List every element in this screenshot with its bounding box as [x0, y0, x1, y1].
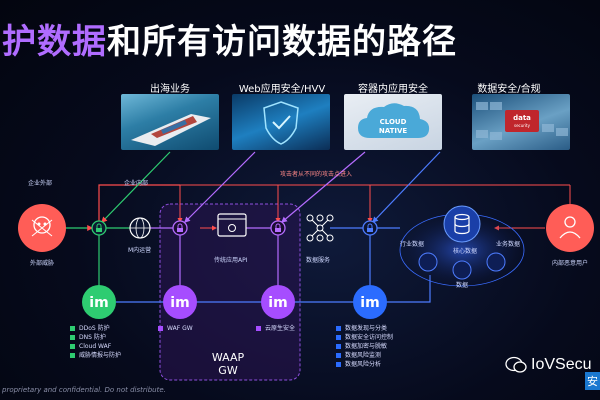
green-paths — [65, 184, 180, 290]
wechat-icon — [505, 356, 527, 373]
legend-blue-item: 数据发现与分类 — [345, 325, 388, 332]
api-window-icon — [217, 213, 247, 237]
db-sub-node-2 — [452, 260, 472, 280]
shield-icon — [263, 101, 299, 145]
cloud-native-image: CLOUD NATIVE — [344, 94, 442, 150]
title-rest: 和所有访问数据的路径 — [107, 22, 457, 62]
svg-text:im: im — [89, 295, 108, 311]
im-node-4: im — [353, 285, 387, 319]
web-security-image — [232, 94, 330, 150]
globe-icon — [129, 217, 151, 239]
cloud-icon: CLOUD NATIVE — [358, 103, 430, 138]
legend-blue-item: 数据安全访问控制 — [345, 334, 394, 341]
external-caption: 外部威胁 — [30, 260, 55, 267]
legend-blue: 数据发现与分类 数据安全访问控制 数据加密与脱敏 数据风险监测 数据风险分析 — [336, 324, 393, 369]
watermark-text: IoVSecu — [531, 356, 592, 373]
api-label: 传统应用API — [214, 257, 248, 264]
waap-gateway-label: WAAP GW — [198, 351, 258, 377]
database-icon — [454, 213, 470, 235]
legend-green-item: Cloud WAF — [79, 343, 112, 350]
legend-blue-item: 数据风险监测 — [345, 352, 382, 359]
lock-node-4 — [362, 220, 378, 236]
watermark-badge: 安 — [585, 372, 600, 390]
core-data-label: 核心数据 — [453, 248, 478, 255]
waap-gateway-box — [159, 203, 301, 381]
svg-text:data: data — [513, 114, 531, 122]
legend-green-item: DNS 防护 — [79, 334, 106, 341]
thumb-label-container: 容器内应用安全 — [358, 84, 428, 95]
waap-line-2: GW — [218, 364, 238, 377]
svg-text:im: im — [268, 295, 287, 311]
legend-blue-item: 数据风险分析 — [345, 361, 382, 368]
svg-text:CLOUD: CLOUD — [380, 118, 407, 126]
svg-text:im: im — [170, 295, 189, 311]
thumb-label-data: 数据安全/合规 — [477, 84, 541, 95]
im-node-1: im — [82, 285, 116, 319]
legend-purple-item: WAF GW — [167, 325, 193, 332]
db-sub-node-3 — [486, 252, 506, 272]
user-icon — [559, 216, 581, 239]
ship-icon — [131, 114, 211, 146]
purple-paths — [101, 151, 366, 292]
svg-text:security: security — [514, 123, 531, 128]
legend-blue-item: 数据加密与脱敏 — [345, 343, 388, 350]
legend-purple-item: 云原生安全 — [265, 325, 296, 332]
title-highlight: 护数据 — [2, 22, 107, 62]
insider-threat-node — [546, 204, 594, 252]
waap-line-1: WAAP — [211, 351, 245, 364]
db-sub-label-2: 业务数据 — [496, 241, 521, 248]
ship-image — [121, 94, 219, 150]
legend-green-item: DDoS 防护 — [79, 325, 110, 332]
im-node-2: im — [163, 285, 197, 319]
legend-green-item: 威胁情报与防护 — [79, 352, 122, 359]
thumb-label-overseas: 出海业务 — [150, 84, 190, 95]
cluster-icon — [306, 214, 334, 242]
ops-label: M内运营 — [128, 247, 152, 254]
skull-icon — [31, 216, 53, 237]
legend-green: DDoS 防护 DNS 防护 Cloud WAF 威胁情报与防护 — [70, 324, 121, 360]
db-sub-node-1 — [418, 252, 438, 272]
data-security-image: data security — [472, 94, 570, 150]
watermark: IoVSecu — [505, 356, 591, 374]
svg-text:im: im — [360, 295, 379, 311]
blue-paths — [116, 151, 441, 303]
legend-purple-2: 云原生安全 — [256, 324, 295, 333]
lock-node-3 — [270, 220, 286, 236]
im-node-3: im — [261, 285, 295, 319]
thumb-label-web: Web应用安全/HVV — [238, 84, 326, 95]
lock-node-2 — [172, 220, 188, 236]
internal-label: 企业内部 — [124, 180, 149, 187]
db-sub-label-3: 数据 — [456, 282, 469, 289]
lock-node-1 — [91, 220, 107, 236]
page-title: 护数据和所有访问数据的路径 — [2, 14, 457, 63]
keyboard-icon: data security — [476, 102, 568, 140]
insider-caption: 内部恶意用户 — [552, 260, 589, 267]
db-sub-label-1: 行业数据 — [400, 241, 425, 248]
svg-text:NATIVE: NATIVE — [379, 127, 408, 135]
attack-label: 攻击者从不同的攻击点进入 — [280, 171, 353, 178]
legend-purple-1: WAF GW — [158, 324, 193, 333]
data-service-label: 数据服务 — [306, 257, 331, 264]
external-label: 企业外部 — [28, 180, 53, 187]
confidential-footer: proprietary and confidential. Do not dis… — [2, 386, 166, 394]
database-node — [443, 205, 481, 243]
